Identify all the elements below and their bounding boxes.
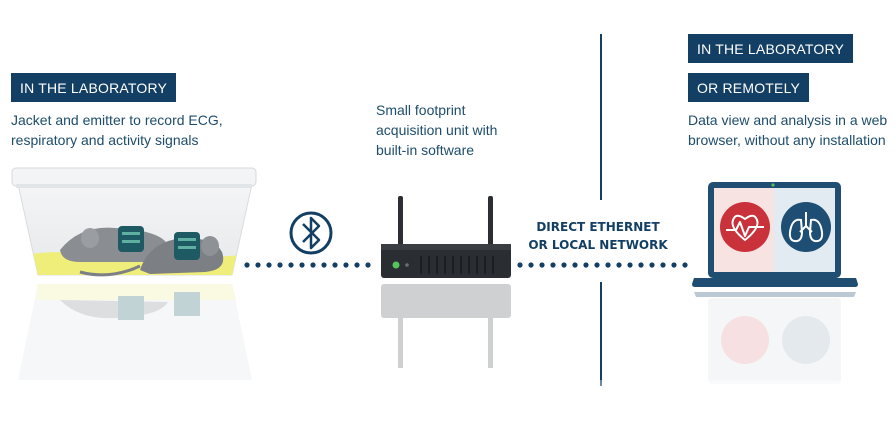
antenna-left [398, 196, 403, 246]
right-caption-line-2: browser, without any installation [688, 132, 886, 148]
laptop [692, 182, 858, 287]
antenna-right [488, 196, 493, 246]
rat-1-jacket [118, 226, 144, 252]
middle-caption-line-1: Small footprint [376, 102, 466, 118]
network-link-label-line-2: OR LOCAL NETWORK [528, 238, 668, 252]
left-caption: Jacket and emitter to record ECG, respir… [11, 110, 223, 150]
rat-1 [60, 226, 216, 268]
laptop-base [692, 278, 858, 287]
cage-lid [11, 167, 257, 187]
middle-caption-line-2: acquisition unit with [376, 122, 498, 138]
network-link-label: DIRECT ETHERNET OR LOCAL NETWORK [528, 218, 668, 254]
bluetooth-icon [289, 211, 333, 255]
network-link-dots [517, 262, 688, 268]
acquisition-unit [381, 196, 511, 278]
heart-ecg-icon [720, 202, 770, 252]
right-location-badge-lab: IN THE LABORATORY [688, 34, 854, 63]
left-location-badge: IN THE LABORATORY [11, 73, 177, 102]
right-location-badge-remote: OR REMOTELY [688, 73, 810, 102]
wireless-link-dots [244, 262, 371, 268]
middle-caption-line-3: built-in software [376, 142, 475, 158]
right-caption: Data view and analysis in a web browser,… [688, 110, 887, 150]
animal-cage-reflection [18, 284, 252, 380]
left-caption-line-2: respiratory and activity signals [11, 132, 199, 148]
network-link-label-line-1: DIRECT ETHERNET [536, 220, 660, 234]
power-led [392, 261, 400, 269]
rat-2 [79, 232, 224, 277]
lungs-icon [781, 202, 831, 252]
animal-cage [11, 167, 257, 277]
middle-caption: Small footprint acquisition unit with bu… [376, 100, 497, 160]
acquisition-unit-reflection [381, 284, 511, 368]
right-caption-line-1: Data view and analysis in a web [688, 112, 888, 128]
laptop-reflection [694, 292, 856, 384]
left-caption-line-1: Jacket and emitter to record ECG, [11, 112, 223, 128]
